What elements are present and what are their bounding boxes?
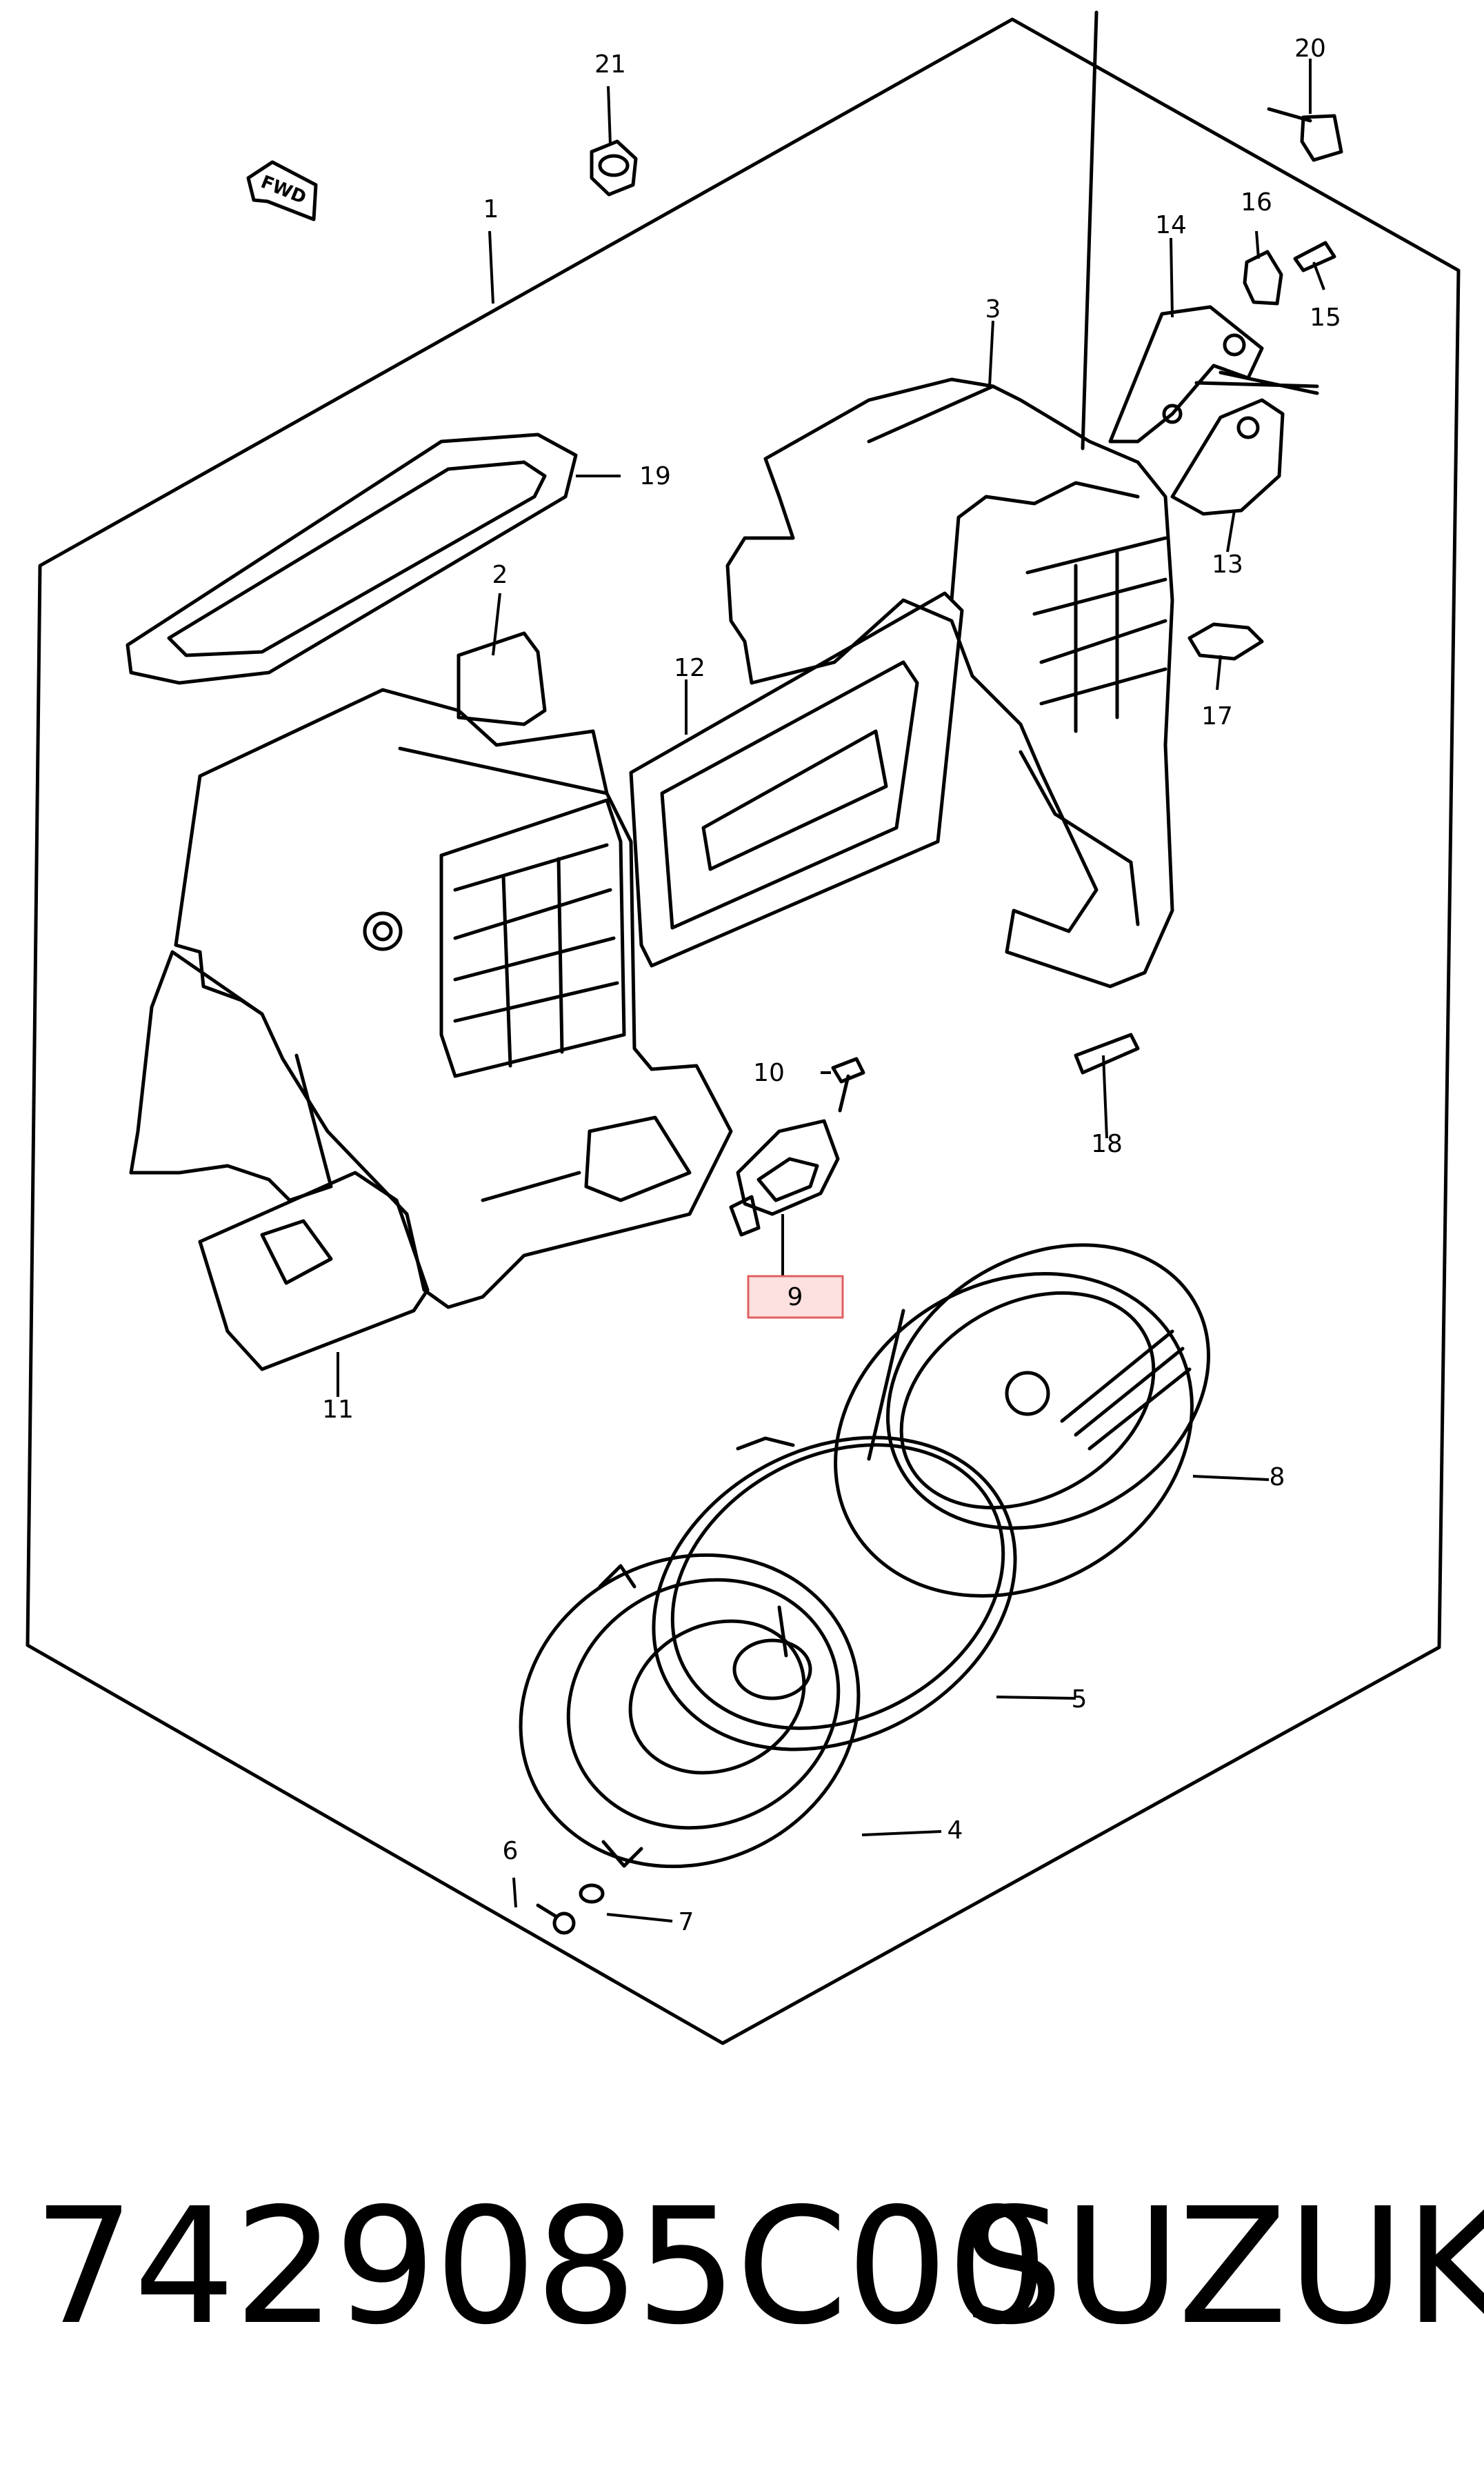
part-6-screw — [536, 1903, 576, 1935]
callout-5[interactable]: 5 — [1072, 1685, 1087, 1714]
callout-7[interactable]: 7 — [679, 1908, 694, 1936]
callout-9[interactable]: 9 — [788, 1283, 803, 1311]
part-16-clip — [1243, 250, 1283, 306]
callout-3[interactable]: 3 — [985, 295, 1001, 324]
part-18-clip — [1074, 1033, 1140, 1075]
callout-4[interactable]: 4 — [947, 1816, 963, 1845]
part-4-motor — [519, 1553, 861, 1869]
callout-8[interactable]: 8 — [1270, 1463, 1285, 1491]
part-3-blower-case — [725, 377, 1174, 989]
part-5-housing — [652, 1436, 1017, 1751]
callout-16[interactable]: 16 — [1241, 188, 1272, 217]
callout-21[interactable]: 21 — [594, 50, 626, 79]
callout-1[interactable]: 1 — [483, 195, 499, 224]
callout-19[interactable]: 19 — [639, 462, 671, 490]
fwd-arrow-icon — [246, 160, 318, 221]
callout-14[interactable]: 14 — [1155, 211, 1187, 239]
part-9-resistor — [729, 1119, 840, 1237]
callout-10[interactable]: 10 — [753, 1059, 785, 1087]
part-14-lever — [1108, 305, 1319, 444]
part-11-duct — [198, 1171, 430, 1371]
part-21-nut — [590, 139, 638, 197]
footer — [0, 2059, 1484, 2473]
callout-15[interactable]: 15 — [1310, 304, 1341, 332]
callout-13[interactable]: 13 — [1212, 550, 1243, 579]
part-10-screw — [831, 1057, 865, 1113]
part-7-washer — [579, 1883, 605, 1904]
part-13-link — [1170, 398, 1285, 516]
callout-12[interactable]: 12 — [674, 654, 705, 682]
part-8-fan — [834, 1243, 1210, 1598]
part-15-screw — [1293, 241, 1336, 272]
part-20-bolt — [1267, 107, 1343, 162]
highlight-box-callout-9[interactable] — [747, 1275, 844, 1319]
exploded-parts-diagram: 21 20 16 15 14 3 1 19 13 2 12 17 10 18 9… — [26, 10, 1461, 2045]
leader-lines — [337, 59, 1325, 1923]
part-19-seal — [126, 433, 578, 685]
assembly-outline-frame — [26, 17, 1461, 2045]
brand-name-text: SUZUKI — [962, 2174, 1484, 2360]
callout-18[interactable]: 18 — [1091, 1130, 1123, 1158]
part-number-text: 7429085C00 — [33, 2174, 1048, 2360]
part-17-clip — [1187, 622, 1264, 661]
frame-edge-line — [1081, 10, 1099, 450]
callout-17[interactable]: 17 — [1201, 702, 1233, 731]
callout-20[interactable]: 20 — [1294, 34, 1326, 63]
part-2-heater-case — [129, 631, 733, 1309]
callout-2[interactable]: 2 — [492, 561, 508, 589]
callout-6[interactable]: 6 — [503, 1837, 519, 1865]
part-12-filter — [629, 591, 964, 968]
callout-11[interactable]: 11 — [322, 1396, 354, 1424]
